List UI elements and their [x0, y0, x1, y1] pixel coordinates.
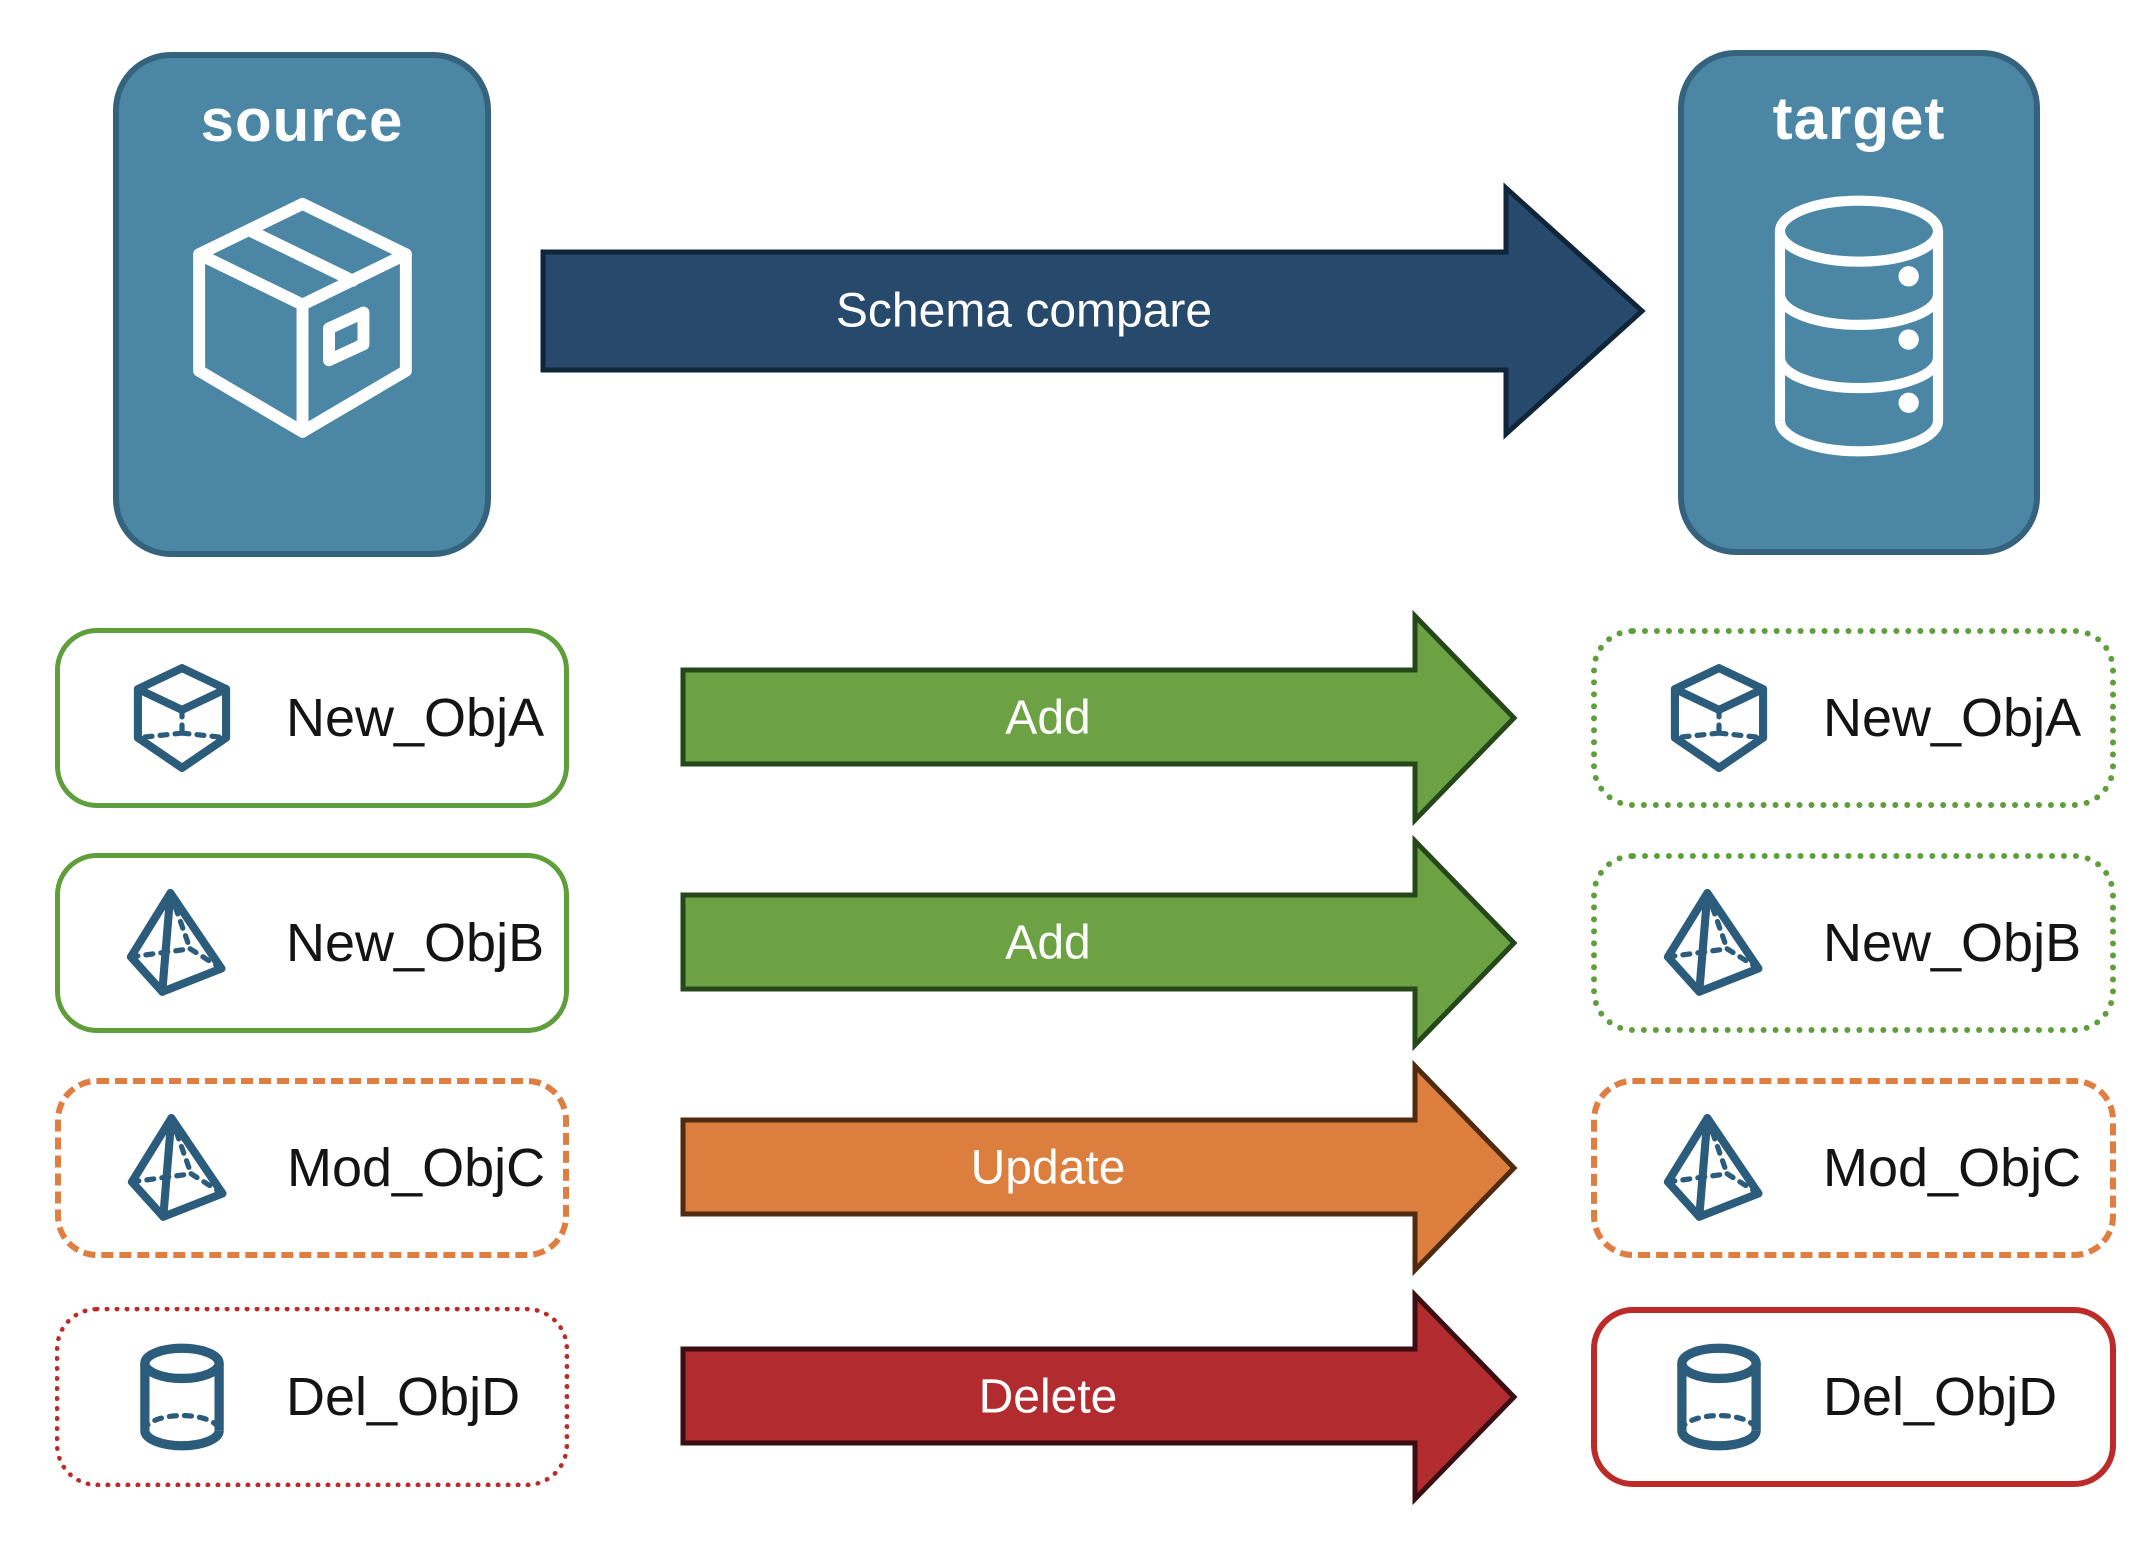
object-label: New_ObjA: [1823, 688, 2082, 748]
target-title: target: [1772, 85, 1946, 152]
object-card-target-delobjd: Del_ObjD: [1591, 1307, 2116, 1487]
update-arrow: Update: [680, 1059, 1518, 1277]
object-card-source-newobjb: New_ObjB: [55, 853, 569, 1033]
add-arrow-label: Add: [1005, 692, 1090, 745]
object-label: Mod_ObjC: [1823, 1138, 2082, 1198]
cylinder-icon: [1661, 1339, 1777, 1455]
target-node: target: [1678, 50, 2040, 555]
cube-3d-icon: [1661, 660, 1777, 776]
schema-compare-arrow: Schema compare: [540, 182, 1646, 440]
update-arrow-label: Update: [971, 1142, 1126, 1195]
package-icon: [192, 197, 412, 438]
object-label: New_ObjA: [286, 688, 545, 748]
pyramid-icon: [1661, 885, 1777, 1001]
database-icon: [1774, 195, 1944, 457]
object-card-target-newobja: New_ObjA: [1591, 628, 2116, 808]
cube-3d-icon: [124, 660, 240, 776]
source-node: source: [113, 52, 491, 557]
object-card-target-modobjc: Mod_ObjC: [1591, 1078, 2116, 1258]
add-arrow-2: Add: [680, 834, 1518, 1052]
object-label: Del_ObjD: [286, 1367, 521, 1427]
cylinder-icon: [124, 1339, 240, 1455]
object-label: Mod_ObjC: [287, 1138, 546, 1198]
object-card-source-modobjc: Mod_ObjC: [55, 1078, 569, 1258]
object-label: Del_ObjD: [1823, 1367, 2058, 1427]
source-title: source: [200, 87, 404, 154]
add-arrow-1: Add: [680, 609, 1518, 827]
pyramid-icon: [1661, 1110, 1777, 1226]
schema-compare-label: Schema compare: [836, 285, 1212, 338]
delete-arrow: Delete: [680, 1288, 1518, 1506]
add-arrow-label: Add: [1005, 917, 1090, 970]
object-card-source-newobja: New_ObjA: [55, 628, 569, 808]
object-card-target-newobjb: New_ObjB: [1591, 853, 2116, 1033]
delete-arrow-label: Delete: [979, 1371, 1118, 1424]
pyramid-icon: [125, 1110, 241, 1226]
pyramid-icon: [124, 885, 240, 1001]
object-label: New_ObjB: [1823, 913, 2082, 973]
object-label: New_ObjB: [286, 913, 545, 973]
object-card-source-delobjd: Del_ObjD: [55, 1307, 569, 1487]
